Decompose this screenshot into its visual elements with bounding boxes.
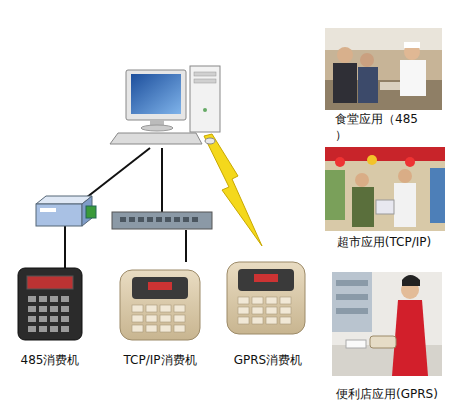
gprs-terminal bbox=[227, 262, 305, 334]
terminal-label: GPRS消费机 bbox=[232, 352, 305, 370]
tcpip-terminal bbox=[120, 270, 200, 340]
terminal-label: TCP/IP消费机 bbox=[121, 352, 198, 370]
label-text: 便利店应用(GPRS) bbox=[336, 387, 438, 401]
rs485-converter bbox=[36, 196, 96, 226]
photo-caption: 便利店应用(GPRS) bbox=[334, 386, 440, 404]
convenience-store-photo bbox=[332, 272, 442, 376]
label-text: 食堂应用（485 ） bbox=[335, 112, 418, 142]
supermarket-photo bbox=[325, 147, 445, 231]
label-text: TCP/IP消费机 bbox=[123, 353, 196, 367]
photo-caption: 超市应用(TCP/IP) bbox=[335, 234, 433, 252]
label-text: GPRS消费机 bbox=[234, 353, 303, 367]
wireless-bolt bbox=[204, 134, 262, 246]
rs485-terminal bbox=[18, 268, 82, 340]
label-text: 485消费机 bbox=[21, 353, 80, 367]
network-switch bbox=[112, 212, 212, 229]
canteen-photo bbox=[325, 28, 442, 110]
wires bbox=[65, 148, 186, 270]
terminal-label: 485消费机 bbox=[19, 352, 82, 370]
computer bbox=[110, 66, 220, 144]
label-text: 超市应用(TCP/IP) bbox=[337, 235, 431, 249]
photo-caption: 食堂应用（485 ） bbox=[333, 111, 429, 144]
